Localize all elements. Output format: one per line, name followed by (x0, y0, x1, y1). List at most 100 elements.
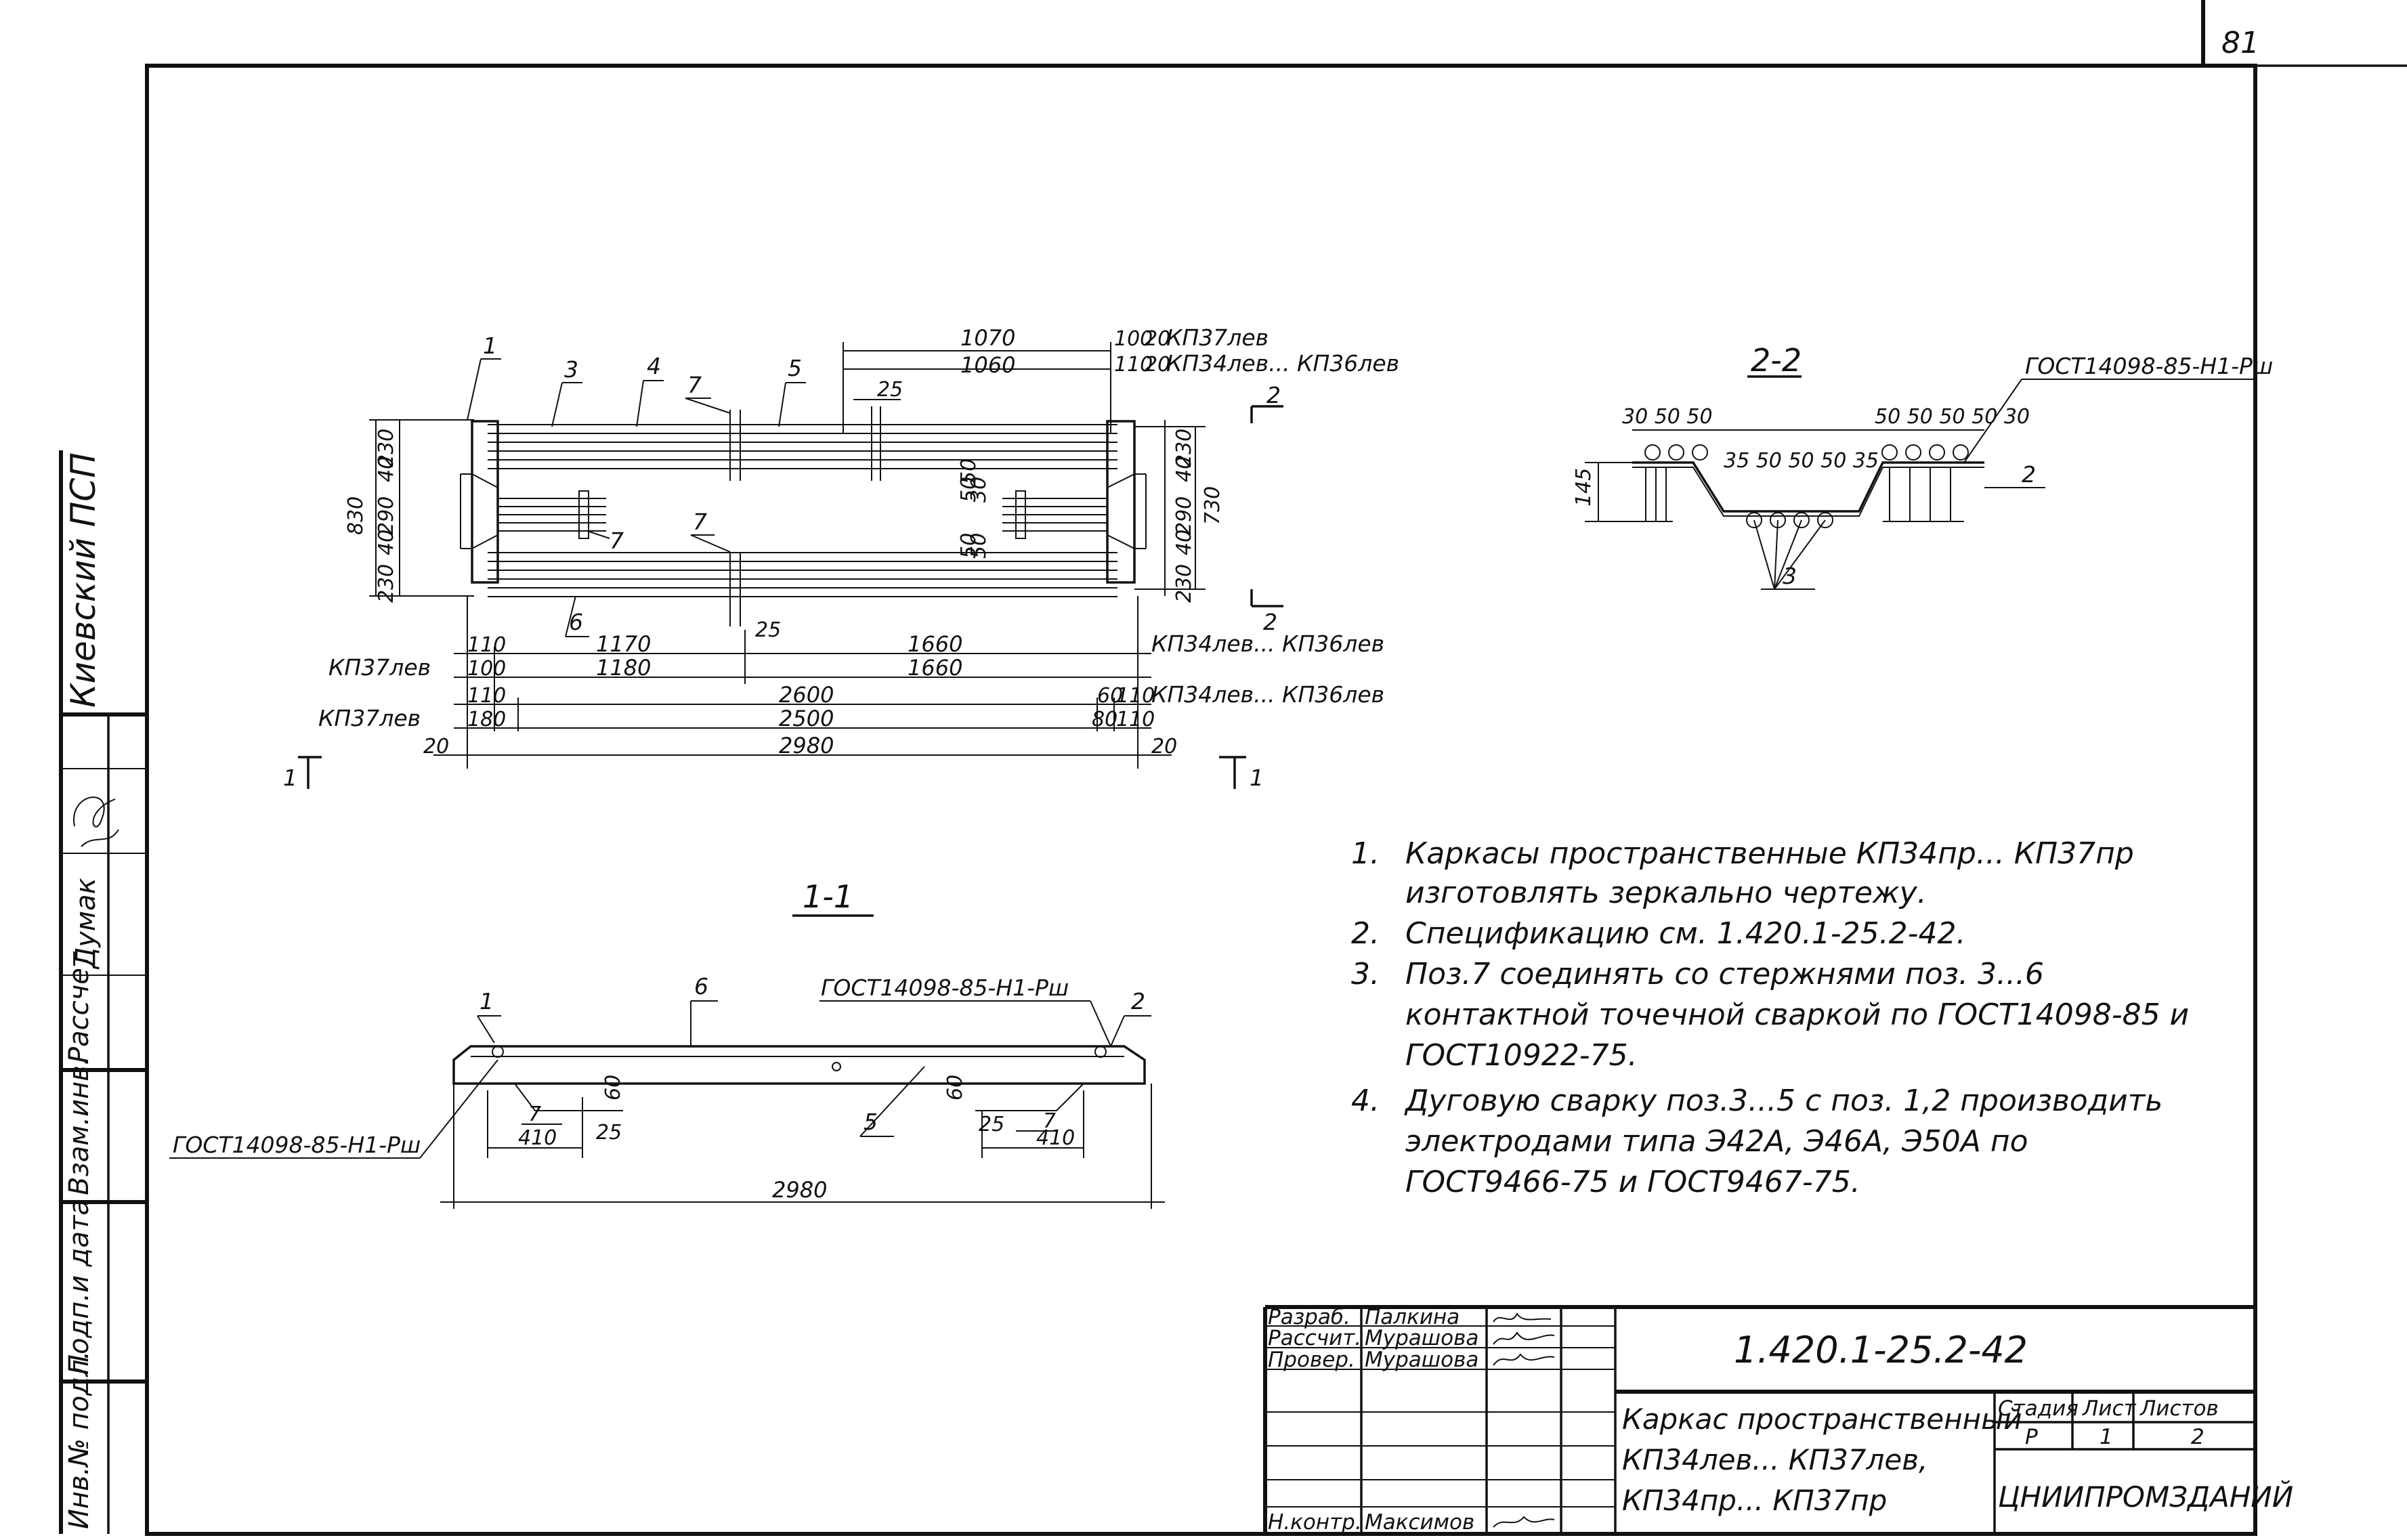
side-signature-name: Думак (70, 878, 102, 970)
dim-25-left: 25 (596, 1121, 622, 1145)
callout-5-section-1-1: 5 (864, 1109, 878, 1135)
dim-110: 110 (1114, 353, 1153, 377)
dims-2-2-left: 30 50 50 (1622, 405, 1713, 429)
callout-4: 4 (647, 353, 661, 379)
callout-7a: 7 (687, 372, 702, 398)
tb-description-3: КП34пр... КП37пр (1622, 1484, 1887, 1517)
dim-1060: 1060 (960, 352, 1015, 378)
dim-730: 730 (1201, 486, 1224, 525)
dim-180: 180 (467, 708, 506, 731)
side-row-replace: Взам.инв. (64, 1056, 95, 1195)
note-3-num: 3. (1351, 957, 1380, 991)
dim-mid-30: 30 (967, 477, 991, 502)
note-1-num: 1. (1351, 836, 1380, 871)
note-2-num: 2. (1351, 916, 1380, 951)
dim-20-r5-left: 20 (423, 735, 449, 758)
dim-mid-50b: 50 (957, 458, 981, 484)
side-signature-mark (73, 796, 119, 847)
dim-110-r1: 110 (467, 633, 506, 657)
org-vertical-label: Киевский ПСП (64, 452, 103, 708)
middle-bars (498, 490, 1107, 539)
dim-mid-50d: 50 (967, 533, 991, 559)
tb-sheets: 2 (2191, 1425, 2204, 1449)
dim-7-right: 7 (1043, 1109, 1056, 1133)
dim-410-right: 410 (1036, 1126, 1075, 1150)
signature-calculator (1493, 1331, 1555, 1345)
dim-1660-r1: 1660 (908, 631, 962, 657)
dim-290-left: 290 (375, 496, 398, 535)
dim-145: 145 (1572, 468, 1596, 507)
dim-230-right-bottom: 230 (1172, 564, 1196, 603)
tb-name-norm-control: Максимов (1365, 1510, 1474, 1535)
left-side-stamp: Киевский ПСП Рассчет Взам.инв. Подп.и да… (59, 450, 147, 1534)
side-row-sign-date: Подп.и дата (64, 1199, 95, 1375)
section-mark-2-bottom: 2 (1263, 609, 1277, 635)
note-4-line-1: Дуговую сварку поз.3...5 с поз. 1,2 прои… (1404, 1084, 2163, 1118)
section-1-1-title: 1-1 (803, 878, 853, 915)
tb-stage-label: Стадия (1998, 1396, 2079, 1421)
tb-sheets-label: Листов (2139, 1396, 2219, 1421)
plan-bottom-dimensions (433, 596, 1172, 769)
callout-7b: 7 (693, 509, 707, 535)
notes: 1. Каркасы пространственные КП34пр... КП… (1351, 836, 2189, 1199)
note-2-line-1: Спецификацию см. 1.420.1-25.2-42. (1405, 916, 1965, 951)
dim-110-r3b: 110 (1116, 684, 1155, 708)
bottom-bar-bundle (488, 552, 1117, 597)
callout-6-section-1-1: 6 (694, 973, 708, 1000)
signature-checker (1493, 1353, 1555, 1366)
note-kp37-r2: КП37лев (328, 654, 431, 681)
end-frame-left (471, 420, 499, 584)
dim-25-right: 25 (979, 1113, 1004, 1136)
callout-2-section-1-1: 2 (1131, 988, 1145, 1014)
plan-view: 1 3 4 7 5 7 6 7 1070 1060 100 20 КП37лев… (283, 324, 1399, 791)
dim-110-r4: 110 (1116, 708, 1155, 731)
signature-norm-control (1493, 1516, 1555, 1528)
dim-290-right: 290 (1172, 496, 1196, 535)
note-1-line-2: изготовлять зеркально чертежу. (1405, 876, 1927, 910)
dim-60-right: 60 (943, 1075, 967, 1100)
note-kp34-r3: КП34лев... КП36лев (1151, 681, 1384, 708)
dim-mid-50c: 50 (957, 533, 981, 559)
tb-description-2: КП34лев... КП37лев, (1622, 1443, 1927, 1476)
dim-25-top: 25 (877, 378, 903, 402)
callout-3-section-2-2: 3 (1783, 563, 1797, 589)
dim-100-r2: 100 (467, 657, 506, 681)
gost-2-2: ГОСТ14098-85-Н1-Рш (2025, 353, 2273, 379)
dim-230-left-top: 230 (375, 429, 398, 467)
note-3-line-1: Поз.7 соединять со стержнями поз. 3...6 (1405, 957, 2044, 991)
section-2-2-profile (1632, 461, 1984, 513)
section-2-2: 2-2 30 50 50 35 50 50 50 35 50 50 50 50 … (1572, 342, 2273, 590)
note-4-line-2: электродами типа Э42А, Э46А, Э50А по (1405, 1124, 2028, 1159)
section-1-1: 1-1 1 6 ГОСТ14098-85-Н1-Рш 2 5 ГОСТ14098… (169, 878, 1165, 1209)
tb-role-norm-control: Н.контр. (1268, 1510, 1362, 1535)
page-number: 81 (2221, 26, 2259, 60)
dim-7-left: 7 (528, 1103, 541, 1126)
dim-40-right-top: 40 (1172, 456, 1196, 482)
section-1-1-body (452, 1045, 1146, 1085)
callout-7c: 7 (610, 528, 624, 554)
dim-20a: 20 (1145, 327, 1170, 351)
section-mark-2-top: 2 (1266, 382, 1281, 408)
dim-2980-plan: 2980 (779, 733, 834, 758)
tb-name-checker: Мурашова (1365, 1348, 1478, 1372)
dim-mid-50a: 50 (957, 477, 981, 502)
dim-60-r3: 60 (1097, 684, 1123, 708)
dim-2980-section: 2980 (772, 1177, 827, 1203)
dim-40-left-bottom: 40 (375, 530, 398, 555)
note-3-line-2: контактной точечной сваркой по ГОСТ14098… (1405, 998, 2189, 1032)
end-frame-right (1106, 420, 1136, 584)
callout-5: 5 (788, 355, 802, 381)
section-mark-1-right: 1 (1250, 765, 1264, 791)
section-mark-1-left: 1 (283, 765, 297, 791)
top-bar-bundle (488, 424, 1117, 469)
callout-1: 1 (483, 333, 497, 359)
callout-3: 3 (564, 356, 578, 383)
dim-20b: 20 (1145, 353, 1170, 377)
note-3-line-3: ГОСТ10922-75. (1405, 1038, 1638, 1073)
side-row-inv-no: Инв.№ подл. (64, 1351, 95, 1529)
gost-1-1-top: ГОСТ14098-85-Н1-Рш (821, 975, 1069, 1001)
note-4-num: 4. (1351, 1084, 1380, 1118)
tb-role-calculator: Рассчит. (1268, 1326, 1361, 1350)
dim-2600: 2600 (779, 682, 834, 708)
